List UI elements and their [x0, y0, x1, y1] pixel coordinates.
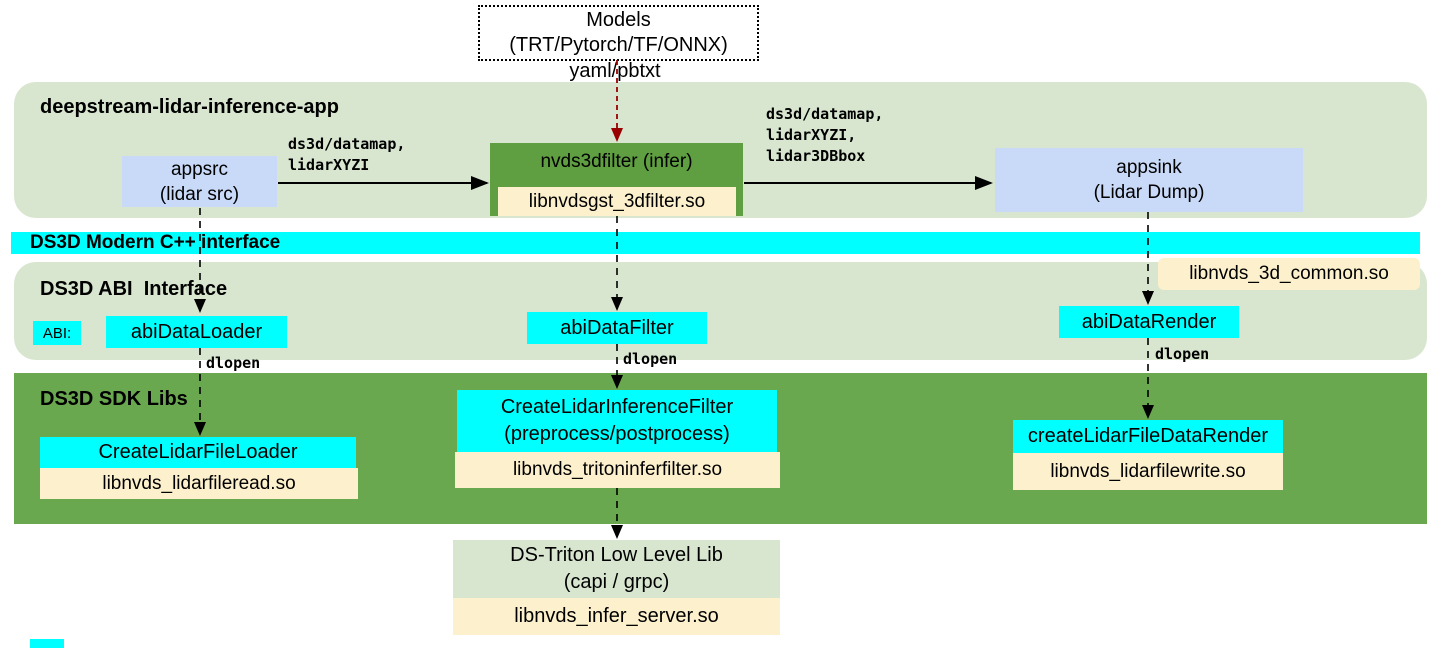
- ds-triton-line2: (capi / grpc): [563, 571, 670, 593]
- appsrc-line2: (lidar src): [159, 183, 240, 205]
- dlopen-label-left: dlopen: [206, 354, 261, 372]
- abi-prefix-chip: ABI:: [33, 321, 81, 345]
- abi-data-render-box: abiDataRender: [1059, 306, 1239, 338]
- appsink-line1: appsink: [1116, 157, 1182, 178]
- appsrc-box: appsrc (lidar src): [122, 156, 277, 207]
- arrow2-label-line1: ds3d/datamap,: [766, 105, 884, 123]
- modern-cpp-interface-title: DS3D Modern C++ interface: [30, 232, 281, 253]
- bottom-left-cyan-fragment: [30, 639, 64, 648]
- arrow1-label-line2: lidarXYZI: [288, 156, 370, 174]
- create-lidar-inference-filter-line1: CreateLidarInferenceFilter: [500, 396, 734, 418]
- models-line1: Models: [586, 9, 651, 31]
- libnvds-tritoninferfilter-box: libnvds_tritoninferfilter.so: [455, 452, 780, 488]
- arrow2-label: ds3d/datamap, lidarXYZI, lidar3DBbox: [766, 104, 883, 167]
- arrow2-label-line2: lidarXYZI,: [766, 126, 857, 144]
- libnvds-infer-server-box: libnvds_infer_server.so: [453, 598, 780, 635]
- create-lidar-file-data-render-box: createLidarFileDataRender: [1013, 420, 1283, 453]
- modern-cpp-interface-bar: DS3D Modern C++ interface: [11, 232, 1420, 254]
- abi-section-title: DS3D ABI Interface: [40, 278, 228, 300]
- create-lidar-file-loader-box: CreateLidarFileLoader: [40, 437, 356, 468]
- appsink-line2: (Lidar Dump): [1093, 182, 1205, 203]
- nvds3dfilter-box: nvds3dfilter (infer) libnvdsgst_3dfilter…: [490, 143, 743, 216]
- arrow1-label-line1: ds3d/datamap,: [288, 135, 406, 153]
- abi-data-loader-box: abiDataLoader: [106, 316, 287, 348]
- libnvds-3d-common-box: libnvds_3d_common.so: [1158, 258, 1420, 290]
- nvds3dfilter-label: nvds3dfilter (infer): [540, 151, 693, 172]
- models-line2: (TRT/Pytorch/TF/ONNX): [509, 34, 728, 56]
- libnvds-lidarfileread-box: libnvds_lidarfileread.so: [40, 468, 358, 499]
- ds-triton-box: DS-Triton Low Level Lib (capi / grpc): [453, 540, 780, 598]
- nvds3dfilter-lib-box: libnvdsgst_3dfilter.so: [498, 187, 736, 216]
- dlopen-label-middle: dlopen: [623, 350, 678, 368]
- create-lidar-inference-filter-line2: (preprocess/postprocess): [504, 423, 730, 445]
- models-box: Models (TRT/Pytorch/TF/ONNX): [478, 5, 759, 61]
- yaml-pbtxt-label: yaml/pbtxt: [569, 60, 661, 82]
- arrow2-label-line3: lidar3DBbox: [766, 147, 866, 165]
- arrow1-label: ds3d/datamap, lidarXYZI: [288, 134, 405, 176]
- app-section-title: deepstream-lidar-inference-app: [40, 96, 339, 118]
- dlopen-label-right: dlopen: [1155, 345, 1210, 363]
- appsrc-line1: appsrc: [170, 158, 229, 180]
- abi-data-filter-box: abiDataFilter: [527, 312, 707, 344]
- libnvds-lidarfilewrite-box: libnvds_lidarfilewrite.so: [1013, 453, 1283, 490]
- create-lidar-inference-filter-box: CreateLidarInferenceFilter (preprocess/p…: [457, 390, 777, 452]
- ds-triton-line1: DS-Triton Low Level Lib: [510, 544, 723, 566]
- sdk-section-title: DS3D SDK Libs: [40, 388, 188, 410]
- appsink-box: appsink (Lidar Dump): [995, 148, 1303, 212]
